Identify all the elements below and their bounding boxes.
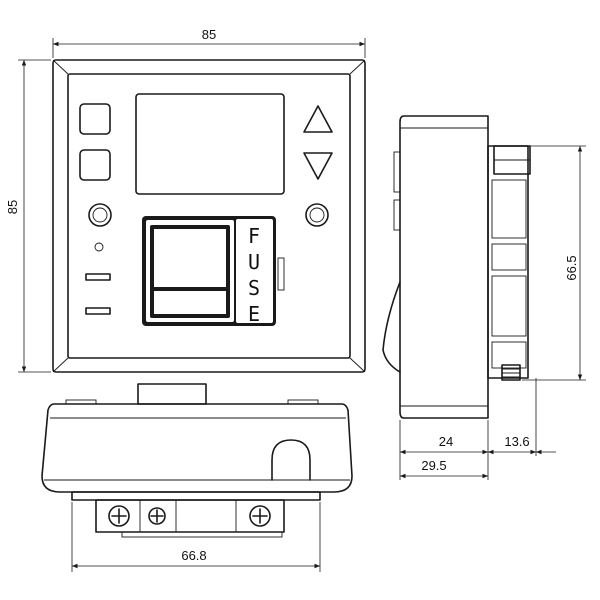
side-cable-hook [382, 281, 401, 373]
side-view: 66.5 24 13.6 29.5 [382, 115, 586, 480]
display-screen [135, 93, 285, 195]
terminal-screw-left [108, 505, 130, 527]
bottom-connector-rail [71, 491, 321, 501]
right-indicator-ring [305, 203, 329, 227]
square-button-bottom[interactable] [79, 149, 111, 181]
front-outer-bezel [52, 59, 366, 373]
side-connector-block [487, 145, 529, 379]
dim-side-24: 24 [439, 434, 453, 449]
dim-side-13-6: 13.6 [504, 434, 529, 449]
slot-bottom [85, 307, 111, 315]
dim-front-width: 85 [202, 27, 216, 42]
dim-side-height: 66.5 [564, 255, 579, 280]
terminal-screw-middle [148, 507, 166, 525]
bottom-top-tab [137, 383, 207, 405]
dim-bottom-width: 66.8 [181, 548, 206, 563]
fuse-side-tab [277, 257, 285, 291]
arrow-up-icon[interactable] [303, 105, 333, 133]
slot-top [85, 273, 111, 281]
left-indicator-inner [92, 207, 108, 223]
right-indicator-inner [309, 207, 325, 223]
dim-side-29-5: 29.5 [421, 458, 446, 473]
fuse-letter-e: E [248, 302, 260, 326]
front-view: F U S E 85 85 [5, 27, 366, 373]
left-indicator-ring [88, 203, 112, 227]
fuse-letter-s: S [248, 276, 260, 300]
fuse-letter-u: U [248, 250, 260, 274]
dim-front-height: 85 [5, 200, 20, 214]
square-button-top[interactable] [79, 103, 111, 135]
status-led [94, 242, 104, 252]
fuse-holder[interactable]: F U S E [142, 216, 276, 326]
front-inner-panel [67, 73, 351, 359]
arrow-down-icon[interactable] [303, 152, 333, 180]
bottom-body [41, 403, 353, 493]
bottom-view: 66.8 [41, 383, 353, 572]
side-body [399, 115, 489, 419]
fuse-letter-f: F [248, 224, 260, 248]
bottom-cable-arch [271, 439, 311, 481]
side-screw [501, 364, 521, 381]
terminal-screw-right [249, 505, 271, 527]
